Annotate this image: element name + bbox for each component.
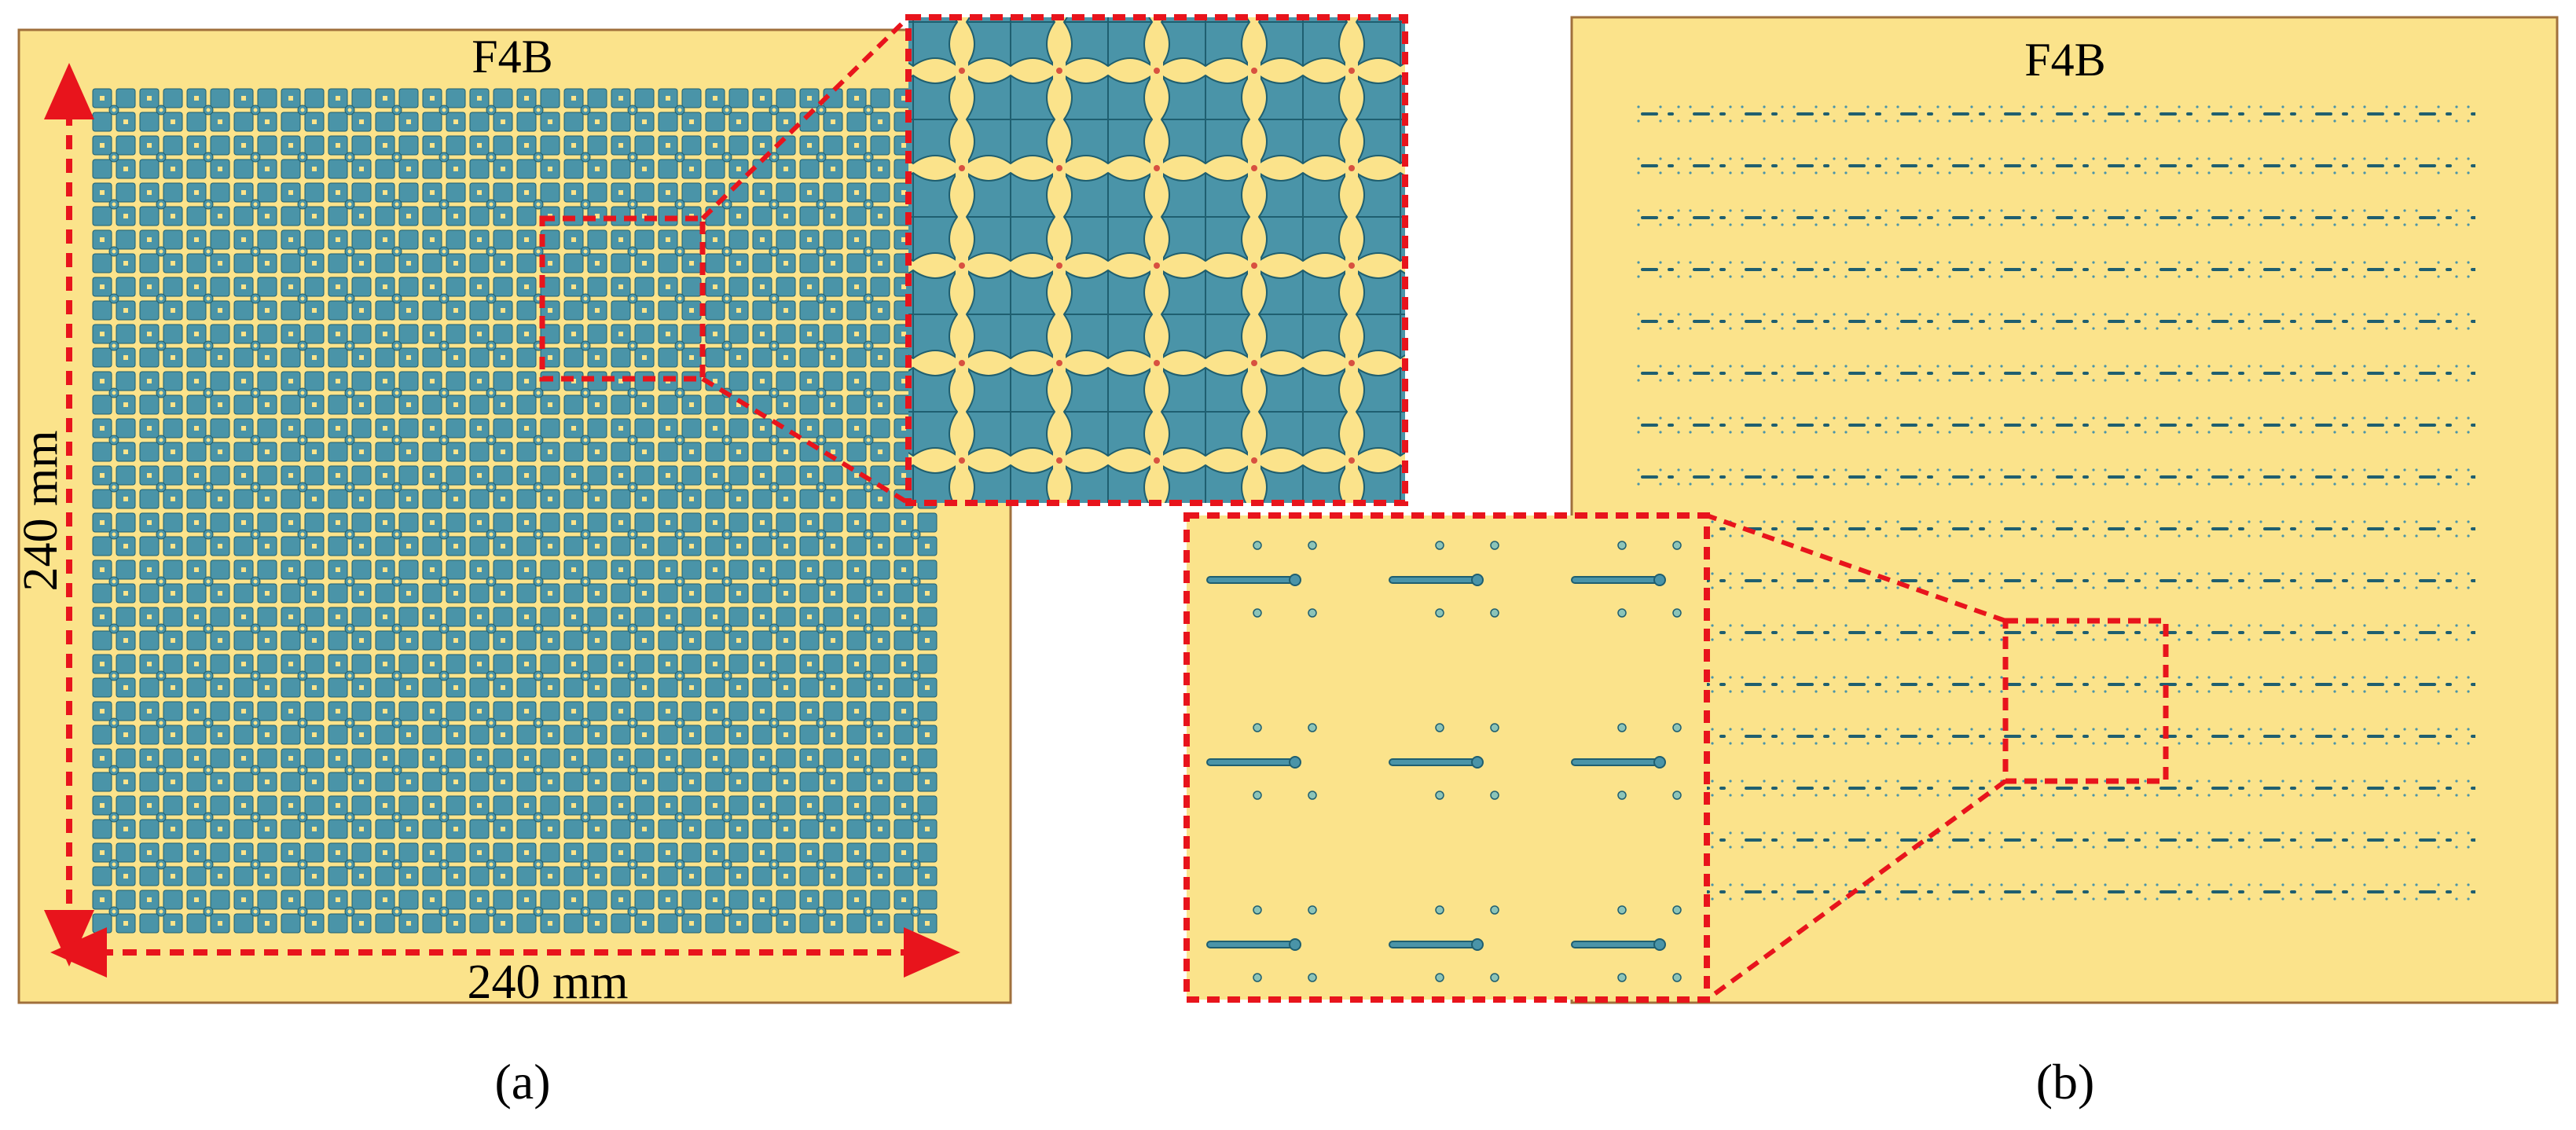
zoom-connector-b-top bbox=[1706, 513, 2006, 623]
substrate-label-a: F4B bbox=[472, 31, 552, 83]
zoom-source-box-b bbox=[2002, 618, 2169, 784]
zoom-inset-b bbox=[1183, 512, 1710, 1003]
caption-a: (a) bbox=[494, 1054, 550, 1110]
caption-b: (b) bbox=[2036, 1054, 2095, 1110]
panel-b: F4B (b) bbox=[1183, 16, 2559, 1110]
height-dimension-label: 240 mm bbox=[14, 431, 68, 592]
line-dot-array-b bbox=[1635, 101, 2475, 934]
zoom-connector-a-top bbox=[700, 15, 911, 221]
zoom-inset-a bbox=[905, 14, 1408, 506]
width-dimension-label: 240 mm bbox=[468, 956, 629, 1009]
substrate-label-b: F4B bbox=[2024, 34, 2105, 86]
zoom-source-box-a bbox=[539, 215, 706, 382]
panel-a: F4B 240 mm 240 mm (a) bbox=[14, 14, 1408, 1110]
zoom-connector-b-bottom bbox=[1705, 779, 2007, 1002]
metasurface-array-a bbox=[90, 86, 939, 935]
